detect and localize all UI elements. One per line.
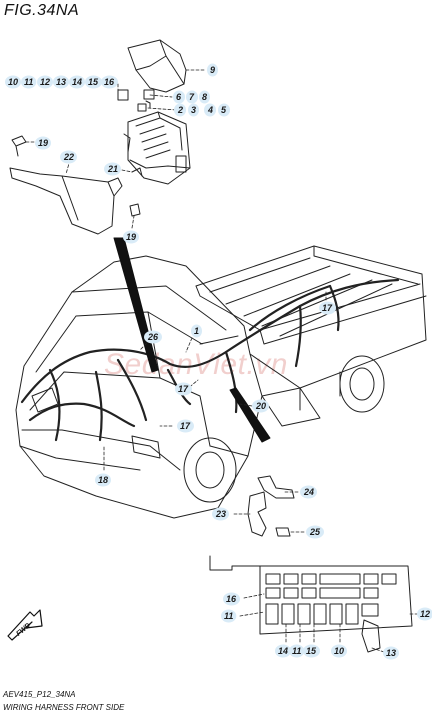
callout-bubble xyxy=(319,301,337,315)
callout-bubble xyxy=(175,382,193,396)
callout-10-box: 10 xyxy=(334,646,344,656)
callout-bubble xyxy=(417,607,432,621)
callout-bubble xyxy=(186,90,198,104)
callout-bubble xyxy=(188,103,200,117)
callout-5: 5 xyxy=(221,105,227,115)
callout-24: 24 xyxy=(303,487,314,497)
callout-bubble xyxy=(212,507,230,521)
pointer-wedge-right xyxy=(229,387,271,443)
figure-title: FIG.34NA xyxy=(4,2,80,19)
callout-18: 18 xyxy=(98,475,108,485)
callout-bubble xyxy=(223,592,241,606)
junction-block xyxy=(123,111,191,185)
callout-3: 3 xyxy=(191,105,196,115)
callout-11: 11 xyxy=(24,77,33,87)
truck-bed xyxy=(195,245,427,427)
callout-bubble xyxy=(221,609,237,623)
callout-bubble xyxy=(275,644,292,658)
callout-10: 10 xyxy=(8,77,18,87)
callout-labels: 9 10 11 12 13 14 15 16 6 7 8 2 3 4 5 19 … xyxy=(5,63,432,660)
callout-bubble xyxy=(37,75,54,89)
callout-16-box: 16 xyxy=(226,594,237,604)
callout-20: 20 xyxy=(255,401,266,411)
callout-26: 26 xyxy=(147,332,159,342)
callout-bubble xyxy=(95,473,112,487)
callout-bubble xyxy=(303,644,321,658)
fwd-arrow xyxy=(7,609,43,641)
callout-25: 25 xyxy=(309,527,321,537)
figure-code: AEV415_P12_34NA xyxy=(3,690,76,699)
callout-21: 21 xyxy=(107,164,118,174)
callout-bubble xyxy=(204,103,217,117)
callout-13: 13 xyxy=(56,77,66,87)
callout-bubble xyxy=(218,103,230,117)
callout-bubble xyxy=(300,485,318,499)
callout-bubble xyxy=(252,399,270,413)
callout-6: 6 xyxy=(176,92,182,102)
wiring-harness xyxy=(20,278,400,442)
callout-14: 14 xyxy=(72,77,82,87)
bracket-23 xyxy=(247,475,295,537)
callout-bubble xyxy=(53,75,70,89)
callout-22: 22 xyxy=(63,152,74,162)
callout-16: 16 xyxy=(104,77,115,87)
leader-lines xyxy=(25,69,419,653)
callout-19-top: 19 xyxy=(38,138,48,148)
callout-23: 23 xyxy=(215,509,226,519)
callout-1: 1 xyxy=(194,326,199,336)
callout-4: 4 xyxy=(207,105,213,115)
callout-bubble xyxy=(85,75,103,89)
callout-7: 7 xyxy=(189,92,195,102)
callout-bubble xyxy=(383,646,400,660)
callout-bubble xyxy=(191,324,203,338)
callout-bubble xyxy=(123,230,140,244)
callout-bubble xyxy=(289,644,305,658)
callout-12-box: 12 xyxy=(420,609,430,619)
callout-bubble xyxy=(173,90,185,104)
callout-bubble xyxy=(331,644,348,658)
watermark-text: SedanViet.vn xyxy=(104,348,288,381)
bracket-22 xyxy=(9,167,123,235)
clip-19 xyxy=(129,203,141,217)
callout-bubble xyxy=(306,525,325,539)
callout-13-box: 13 xyxy=(386,648,396,658)
callout-bubble xyxy=(104,162,122,176)
callout-bubble xyxy=(207,63,219,77)
callout-15: 15 xyxy=(88,77,99,87)
callout-bubble xyxy=(5,75,22,89)
callout-15-box: 15 xyxy=(306,646,317,656)
callout-bubble xyxy=(144,330,163,344)
callout-17-mid: 17 xyxy=(178,384,189,394)
callout-11-box: 11 xyxy=(224,611,233,621)
callout-17-bed: 17 xyxy=(322,303,333,313)
callout-bubble xyxy=(69,75,86,89)
callout-14-box: 14 xyxy=(278,646,288,656)
callout-9: 9 xyxy=(210,65,215,75)
figure-caption: WIRING HARNESS FRONT SIDE xyxy=(3,703,125,712)
callout-2: 2 xyxy=(177,105,183,115)
callout-8: 8 xyxy=(202,92,207,102)
truck-cab xyxy=(15,255,263,519)
callout-12: 12 xyxy=(40,77,50,87)
relay-group xyxy=(117,89,155,112)
callout-19-clip: 19 xyxy=(126,232,136,242)
callout-bubble xyxy=(199,90,211,104)
fuse-box-detail xyxy=(209,555,413,653)
callout-bubble xyxy=(174,103,187,117)
callout-bubble xyxy=(21,75,37,89)
callout-11b-box: 11 xyxy=(292,646,301,656)
callout-bubble xyxy=(60,150,78,164)
callout-bubble xyxy=(177,419,195,433)
bolt-19-top xyxy=(11,135,27,157)
callout-bubble xyxy=(35,136,52,150)
callout-bubble xyxy=(101,75,119,89)
fuse-box-cover xyxy=(127,39,187,93)
callout-17-low: 17 xyxy=(180,421,191,431)
